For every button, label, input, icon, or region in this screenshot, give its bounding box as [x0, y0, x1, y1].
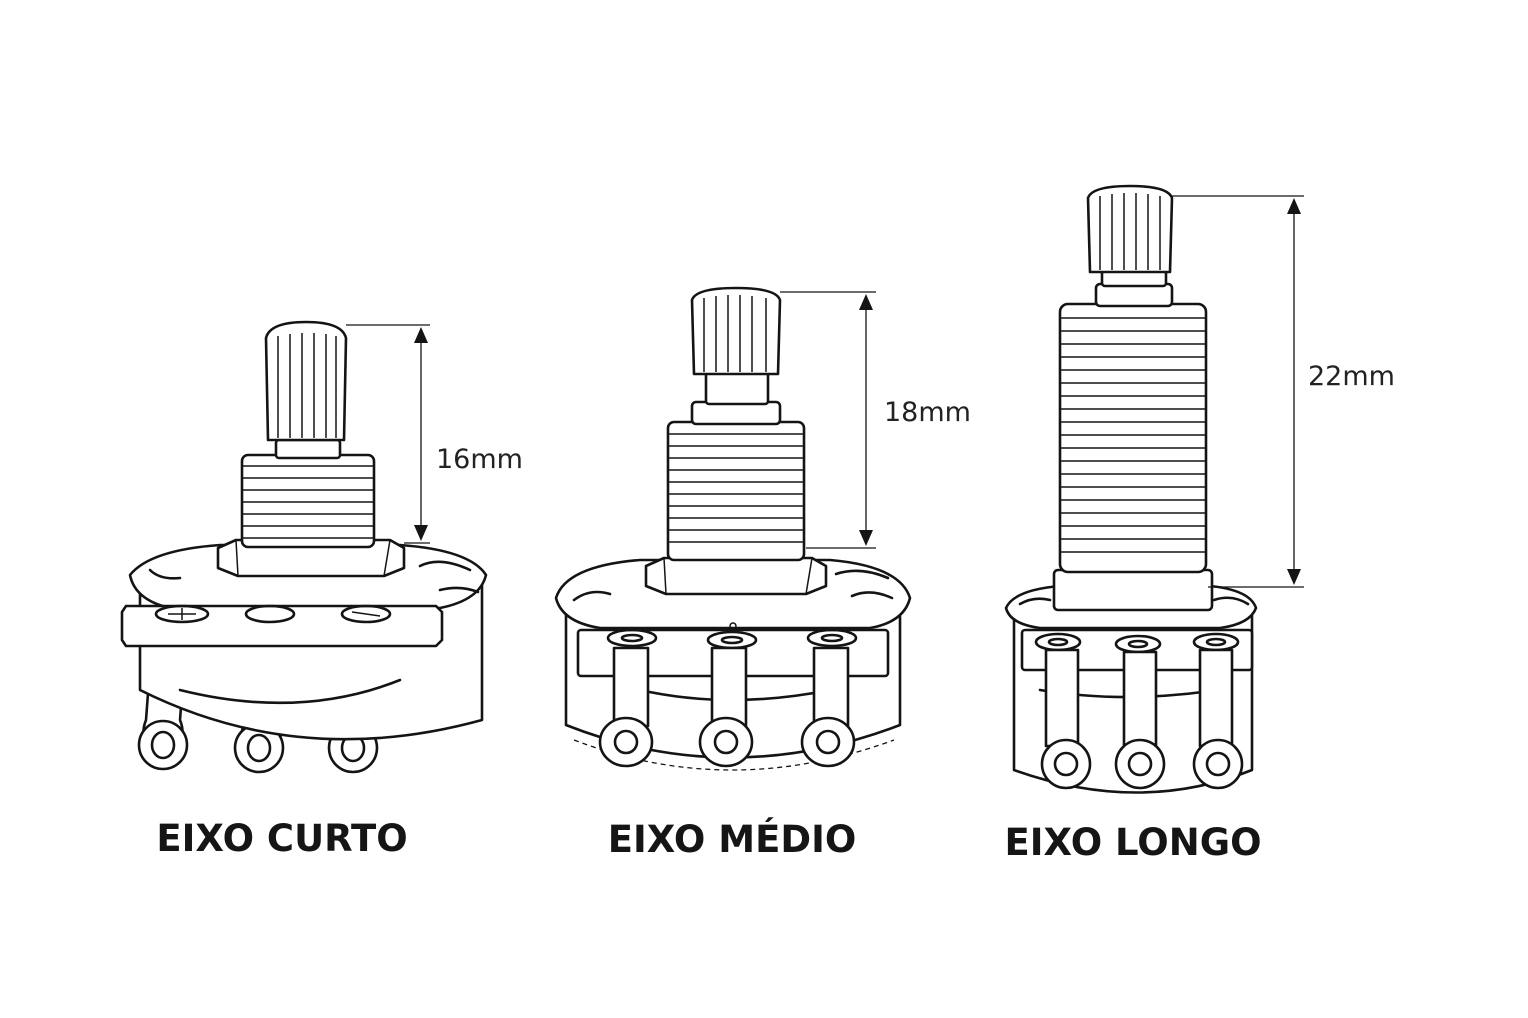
- solder-lugs: [1040, 648, 1244, 790]
- knurled-shaft: [264, 320, 348, 460]
- caption-short: EIXO CURTO: [156, 817, 407, 860]
- dimension-22mm: 22mm: [1172, 195, 1395, 588]
- terminal-board: [120, 604, 444, 648]
- dimension-16mm: 16mm: [346, 324, 523, 544]
- pot-long-shaft: 22mm EIXO LONGO: [1004, 184, 1395, 864]
- pot-medium-shaft: 18mm EIXO MÉDIO: [554, 286, 971, 861]
- threaded-bushing: [666, 420, 806, 562]
- dimension-label: 16mm: [436, 444, 523, 475]
- pot-short-shaft: 16mm EIXO CURTO: [120, 320, 523, 860]
- caption-medium: EIXO MÉDIO: [608, 817, 857, 861]
- caption-long: EIXO LONGO: [1004, 821, 1261, 864]
- threaded-bushing: [240, 453, 376, 549]
- threaded-bushing: [1058, 302, 1208, 574]
- knurled-shaft: [1086, 184, 1174, 308]
- solder-lugs: [598, 646, 856, 768]
- knurled-shaft: [690, 286, 782, 426]
- hex-nut: [1052, 568, 1214, 612]
- dimension-label: 22mm: [1308, 361, 1395, 392]
- dimension-18mm: 18mm: [780, 291, 971, 549]
- dimension-label: 18mm: [884, 397, 971, 428]
